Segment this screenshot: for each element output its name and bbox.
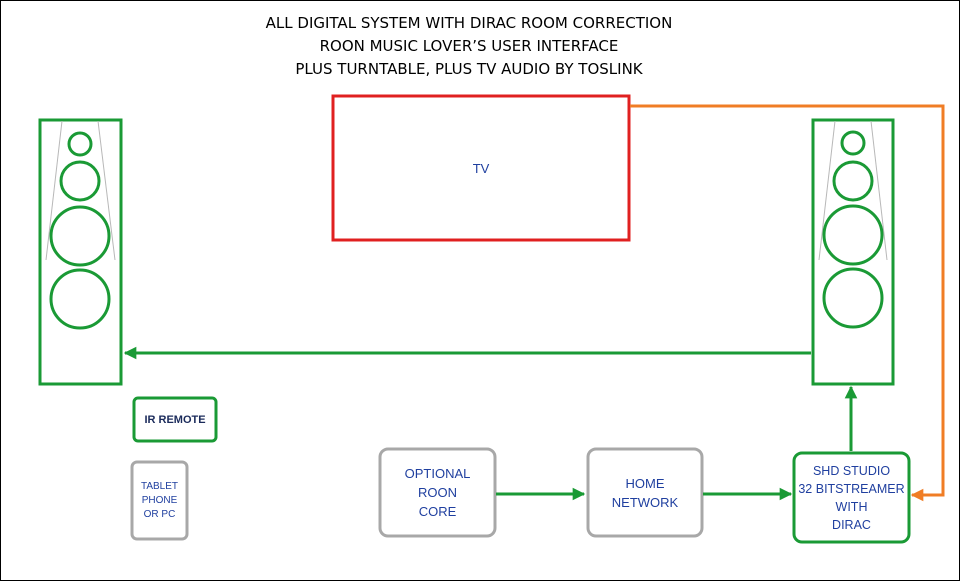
right-woofer-upper (822, 204, 884, 266)
left-midrange (59, 160, 101, 202)
tablet-label: TABLET PHONE OR PC (140, 480, 179, 520)
ir-remote-box (132, 396, 218, 443)
streamer-label: SHD STUDIO 32 BITSTREAMER WITH DIRAC (798, 463, 905, 532)
right-speaker (811, 118, 895, 386)
right-tweeter (840, 130, 866, 156)
roon-core-label: OPTIONAL ROON CORE (404, 466, 471, 519)
ir-remote-label: IR REMOTE (144, 413, 206, 426)
title-line-3: PLUS TURNTABLE, PLUS TV AUDIO BY TOSLINK (295, 60, 643, 78)
tablet-box (130, 460, 189, 541)
roon-core-box (378, 447, 497, 538)
title-line-1: ALL DIGITAL SYSTEM WITH DIRAC ROOM CORRE… (265, 14, 673, 32)
left-woofer-upper (49, 205, 111, 267)
left-tweeter (67, 131, 93, 157)
arrow-tv-toslink-to-streamer (630, 104, 945, 502)
tv-box (331, 94, 631, 242)
right-midrange (832, 160, 874, 202)
left-woofer-lower (49, 268, 111, 330)
home-network-label: HOME NETWORK (611, 475, 679, 510)
home-network-box (586, 447, 704, 538)
right-woofer-lower (822, 267, 884, 329)
tv-label: TV (472, 160, 490, 176)
title-line-2: ROON MUSIC LOVER’S USER INTERFACE (319, 37, 619, 55)
left-speaker (38, 118, 123, 386)
streamer-box (792, 451, 911, 544)
